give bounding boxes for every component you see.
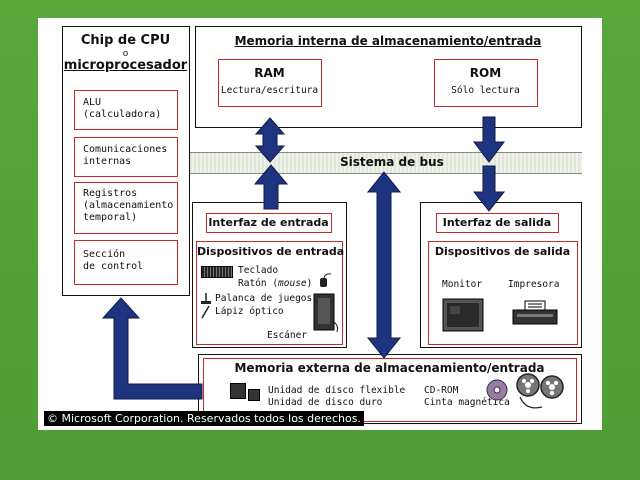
input-interface-title: Interfaz de entrada — [208, 216, 329, 229]
external-cpu-arrow — [101, 297, 203, 400]
printer-icon — [512, 300, 558, 325]
cpu-title-line1: Chip de CPU — [80, 33, 171, 48]
input-box: Interfaz de entrada Dispositivos de entr… — [192, 202, 347, 348]
cpu-registers-line2: (almacenamiento — [83, 200, 174, 211]
cpu-title-line3: microprocesador — [63, 58, 188, 73]
output-devices-box: Dispositivos de salida Monitor Impresora — [428, 241, 578, 345]
scanner-icon — [313, 293, 339, 333]
mouse-label-suffix: ) — [306, 278, 313, 289]
internal-memory-title: Memoria interna de almacenamiento/entrad… — [234, 34, 542, 48]
harddisk-label: Unidad de disco duro — [268, 397, 383, 408]
output-bus-arrow — [472, 165, 506, 212]
bus-bar — [150, 152, 582, 174]
keyboard-icon — [201, 266, 233, 278]
mouse-label: Ratón (mouse) — [238, 278, 312, 289]
cpu-registers-line3: temporal) — [83, 212, 138, 223]
cpu-box: Chip de CPU o microprocesador ALU (calcu… — [62, 26, 190, 296]
monitor-label: Monitor — [442, 279, 483, 290]
output-devices-title: Dispositivos de salida — [434, 245, 571, 258]
monitor-icon — [442, 298, 484, 332]
ram-desc: Lectura/escritura — [220, 85, 319, 96]
mouse-icon — [320, 273, 332, 287]
cpu-registers: Registros (almacenamiento temporal) — [74, 182, 178, 234]
input-devices-box: Dispositivos de entrada Teclado Ratón (m… — [196, 241, 345, 345]
ram-title: RAM — [254, 66, 285, 80]
external-memory-box: Memoria externa de almacenamiento/entrad… — [198, 354, 582, 424]
external-memory-title: Memoria externa de almacenamiento/entrad… — [234, 361, 545, 375]
rom-box: ROM Sólo lectura — [434, 59, 538, 107]
tape-reel-icon — [516, 373, 564, 409]
cpu-control-line2: de control — [83, 261, 144, 272]
bus-external-arrow — [366, 171, 402, 359]
cpu-control-section: Sección de control — [74, 240, 178, 285]
tape-label: Cinta magnética — [424, 397, 510, 408]
cpu-registers-line1: Registros — [83, 188, 138, 199]
output-box: Interfaz de salida Dispositivos de salid… — [420, 202, 582, 348]
mouse-label-prefix: Ratón ( — [238, 278, 279, 289]
keyboard-label: Teclado — [238, 265, 279, 276]
input-devices-title: Dispositivos de entrada — [197, 245, 345, 258]
cpu-title-line2: o — [122, 49, 129, 59]
bus-label: Sistema de bus — [340, 155, 444, 169]
output-interface-title-frame: Interfaz de salida — [436, 213, 559, 233]
rom-desc: Sólo lectura — [451, 85, 520, 96]
ram-bus-arrow — [254, 117, 286, 163]
cpu-internal-comms: Comunicaciones internas — [74, 137, 178, 177]
cpu-alu: ALU (calculadora) — [74, 90, 178, 130]
computer-architecture-diagram: Chip de CPU o microprocesador ALU (calcu… — [38, 18, 602, 430]
copyright-notice: © Microsoft Corporation. Reservados todo… — [44, 411, 364, 426]
connection-arrows — [101, 116, 506, 400]
mouse-label-word: mouse — [278, 278, 307, 289]
joystick-label: Palanca de juegos — [215, 293, 313, 304]
input-interface-title-frame: Interfaz de entrada — [206, 213, 332, 233]
cpu-control-line1: Sección — [83, 249, 126, 260]
hard-disk-icon — [248, 389, 260, 401]
cpu-alu-line1: ALU — [83, 97, 102, 108]
cdrom-label: CD-ROM — [424, 385, 459, 396]
cd-rom-icon — [486, 379, 508, 401]
joystick-icon — [201, 293, 211, 304]
external-memory-frame: Memoria externa de almacenamiento/entrad… — [203, 358, 577, 422]
internal-memory-box: Memoria interna de almacenamiento/entrad… — [195, 26, 582, 128]
input-bus-arrow — [253, 164, 289, 210]
light-pen-icon — [201, 305, 210, 319]
light-pen-label: Lápiz óptico — [215, 306, 284, 317]
scanner-label: Escáner — [267, 330, 308, 341]
output-interface-title: Interfaz de salida — [442, 216, 552, 229]
printer-label: Impresora — [508, 279, 560, 290]
ram-box: RAM Lectura/escritura — [218, 59, 322, 107]
rom-bus-arrow — [473, 116, 505, 163]
rom-title: ROM — [469, 66, 502, 80]
floppy-disk-icon — [230, 383, 246, 399]
floppy-label: Unidad de disco flexible — [268, 385, 406, 396]
cpu-alu-line2: (calculadora) — [83, 109, 162, 120]
cpu-comms-line2: internas — [83, 156, 132, 167]
cpu-comms-line1: Comunicaciones — [83, 144, 168, 155]
